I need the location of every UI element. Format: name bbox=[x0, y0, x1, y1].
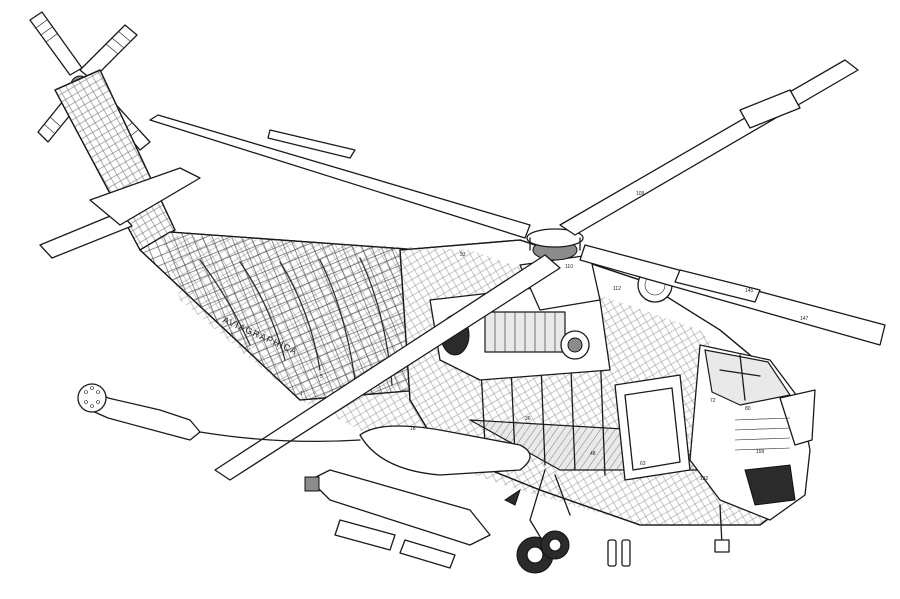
callout-label: 36 bbox=[525, 416, 531, 422]
rotor-blade-front-right bbox=[559, 59, 859, 236]
callout-label: 80 bbox=[745, 406, 751, 412]
spare-cartridge-1 bbox=[607, 539, 617, 567]
callout-label: 93 bbox=[460, 252, 466, 258]
tail-wheel-and-spares bbox=[607, 504, 730, 567]
cockpit-canopy bbox=[704, 349, 791, 406]
callout-label: 132 bbox=[700, 476, 709, 482]
callout-label: 147 bbox=[800, 316, 809, 322]
rotor-blade-rear-left-trim bbox=[267, 129, 356, 159]
rotor-blade-front-left bbox=[214, 254, 561, 481]
callout-label: 112 bbox=[613, 286, 621, 292]
callout-label: 48 bbox=[590, 451, 596, 457]
sonobuoy-left bbox=[334, 519, 396, 551]
nose-windshield-bow bbox=[779, 389, 816, 446]
external-stores bbox=[77, 383, 531, 569]
callout-label: 5 bbox=[320, 374, 323, 380]
arrow-marker bbox=[504, 488, 521, 506]
main-rotor-blades bbox=[149, 59, 886, 481]
tail-rotor-blade-upper-right bbox=[79, 24, 138, 81]
cabin-door-frame bbox=[614, 374, 691, 481]
cockpit-nose bbox=[689, 344, 816, 521]
callout-label: 109 bbox=[636, 191, 645, 197]
torpedo bbox=[309, 469, 491, 546]
callout-labels: 109 110 145 147 112 93 1 5 18 36 48 63 7… bbox=[300, 191, 809, 482]
tail-stabilizer bbox=[39, 211, 133, 259]
callout-label: 159 bbox=[756, 449, 765, 455]
rotor-blade-right-trim bbox=[674, 269, 761, 303]
callout-label: 72 bbox=[710, 398, 716, 404]
callout-label: 1 bbox=[300, 391, 303, 397]
callout-label: 63 bbox=[640, 461, 646, 467]
tail-fin-fairing bbox=[89, 167, 201, 226]
nose-radome-panel bbox=[744, 464, 796, 506]
sonobuoy-right bbox=[399, 539, 456, 569]
fuel-tank bbox=[359, 425, 531, 476]
callout-label: 110 bbox=[565, 264, 573, 270]
rotor-blade-front-right-trim bbox=[739, 89, 801, 129]
callout-label: 18 bbox=[410, 426, 416, 432]
callout-label: 145 bbox=[745, 288, 754, 294]
rotor-blade-rear-left bbox=[149, 114, 531, 239]
spare-cartridge-2 bbox=[621, 539, 631, 567]
sonar-float bbox=[89, 384, 201, 441]
tail-rotor-blade-upper-left bbox=[29, 11, 83, 76]
main-landing-gear bbox=[504, 469, 571, 574]
